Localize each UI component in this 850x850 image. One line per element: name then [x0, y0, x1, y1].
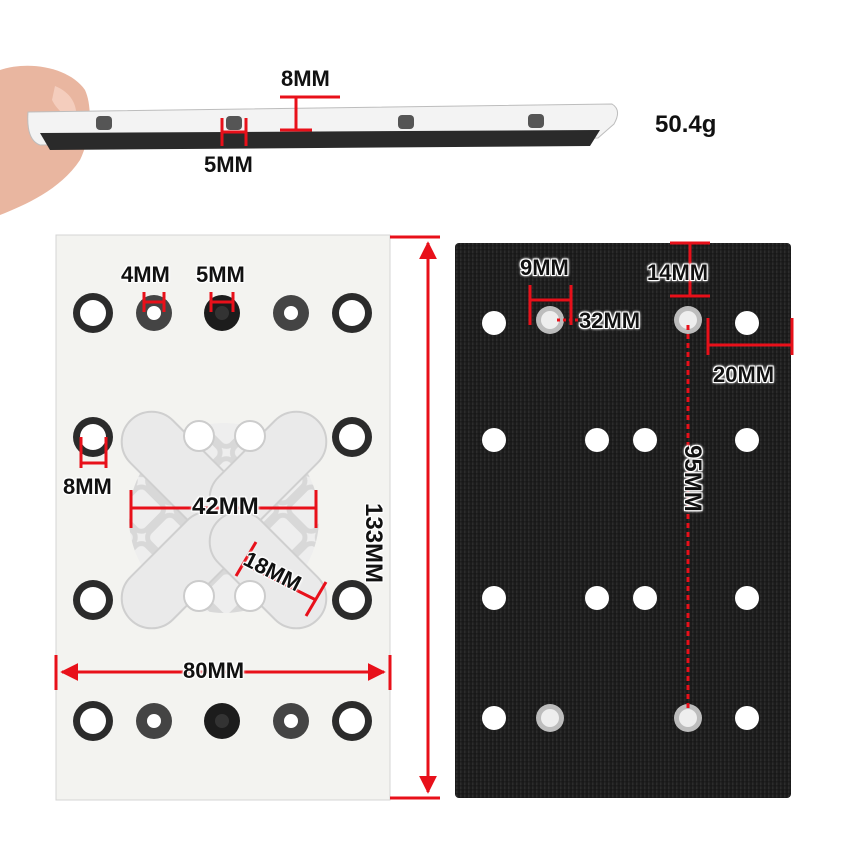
small-hole-label: 4MM: [121, 262, 170, 287]
side-view: [0, 65, 618, 215]
screw-hole-label: 5MM: [196, 262, 245, 287]
hole-diameter-label: 9MM: [520, 255, 569, 280]
front-view: [54, 234, 440, 801]
hook-loop-pad: [455, 243, 791, 798]
hole-offset-label: 32MM: [579, 308, 641, 333]
side-thickness-label: 8MM: [281, 66, 330, 91]
front-bottom-holes: [73, 701, 372, 741]
width-label: 80MM: [183, 658, 245, 683]
weight-label: 50.4g: [655, 111, 717, 138]
height-label: 133MM: [360, 503, 387, 584]
back-view: [455, 241, 794, 798]
edge-offset-side-label: 20MM: [713, 362, 775, 387]
side-hole-label: 8MM: [63, 474, 112, 499]
center-span-label: 42MM: [192, 493, 259, 520]
edge-offset-top-label: 14MM: [647, 260, 709, 285]
side-hole-depth-label: 5MM: [204, 152, 253, 177]
vertical-span-label: 95MM: [679, 445, 706, 512]
